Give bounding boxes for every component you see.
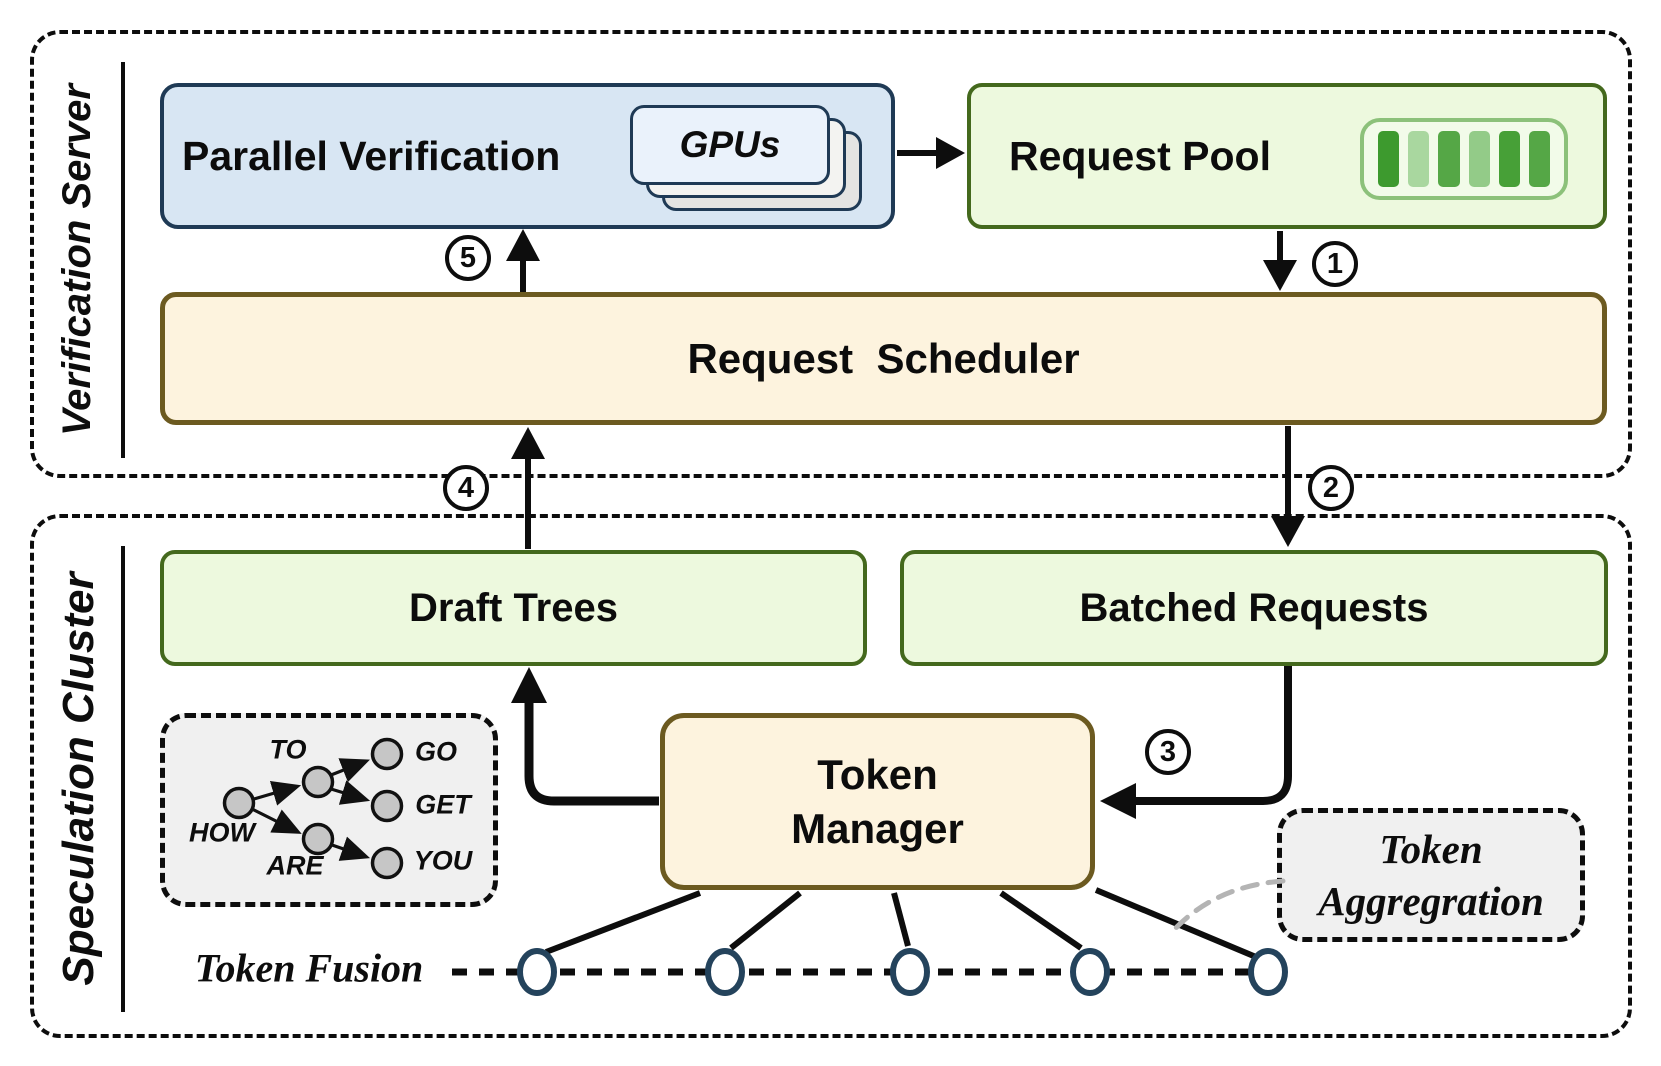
tree-edge (251, 807, 302, 834)
fusion-node (705, 948, 745, 996)
fusion-node (890, 948, 930, 996)
tree-edge (331, 836, 371, 861)
draft-trees-label: Draft Trees (409, 585, 618, 630)
arrow-manager-to-drafts (524, 701, 659, 806)
token-fusion-label: Token Fusion (194, 945, 424, 991)
tree-node-child-top (301, 765, 335, 799)
draft-tree-example-box (160, 713, 498, 907)
pool-bar (1378, 131, 1400, 187)
arrow-step3 (1134, 665, 1292, 805)
tree-edge (253, 781, 302, 806)
draft-trees-box: Draft Trees (160, 550, 867, 666)
fan-line-4 (999, 890, 1083, 951)
request-pool-label: Request Pool (1009, 132, 1271, 179)
batched-requests-label: Batched Requests (1079, 585, 1429, 630)
request-scheduler-label: Request Scheduler (687, 334, 1080, 382)
request-scheduler-box: Request Scheduler (160, 292, 1607, 425)
fan-line-5 (1094, 887, 1258, 960)
tree-node-leaf-mid (370, 789, 404, 823)
arrow-manager-to-drafts-head (511, 667, 547, 703)
request-pool-box: Request Pool (967, 83, 1607, 229)
tree-label-leaf-top: GO (414, 736, 458, 767)
tree-label-leaf-bottom: YOU (413, 845, 473, 876)
tree-node-leaf-top (370, 737, 404, 771)
token-aggregation-label-line1: Token (1379, 826, 1483, 872)
fan-line-2 (729, 890, 802, 951)
aggregation-link-curve (1169, 878, 1286, 935)
step-badge-3: 3 (1145, 729, 1191, 775)
tree-label-root: HOW (189, 817, 255, 848)
tree-node-child-bottom (301, 822, 335, 856)
pool-bar (1528, 131, 1551, 187)
gpus-label: GPUs (679, 124, 781, 165)
token-aggregation-box: Token Aggregration (1277, 808, 1585, 942)
arrow-step5-head (506, 229, 540, 261)
pool-bar (1468, 131, 1490, 187)
step-badge-1: 1 (1312, 241, 1358, 287)
tree-node-leaf-bottom (370, 846, 404, 880)
token-aggregation-label-line2: Aggregration (1318, 878, 1544, 924)
token-manager-label-line1: Token (817, 750, 938, 798)
batched-requests-box: Batched Requests (900, 550, 1608, 666)
parallel-verification-label: Parallel Verification (182, 132, 561, 179)
fusion-node (1070, 948, 1110, 996)
arrow-step4-head (511, 427, 545, 459)
step-badge-2: 2 (1308, 465, 1354, 511)
tree-node-root (222, 786, 256, 820)
tree-edge (330, 780, 371, 805)
arrow-step1-head (1263, 260, 1297, 291)
speculation-cluster-container (30, 514, 1632, 1038)
verification-server-container (30, 30, 1632, 478)
request-queue-icon (1360, 118, 1568, 200)
tree-label-child-bottom: ARE (266, 850, 324, 881)
arrow-step3-head (1100, 783, 1136, 819)
fusion-node (517, 948, 557, 996)
pool-bar (1408, 131, 1430, 187)
tree-label-child-top: TO (269, 734, 307, 765)
fan-line-1 (544, 890, 702, 955)
token-manager-box: Token Manager (660, 713, 1095, 890)
fan-line-3 (891, 892, 911, 947)
arrow-pv-to-pool-head (936, 137, 965, 169)
gpus-stack-icon: GPUs (630, 105, 830, 185)
token-manager-label-line2: Manager (791, 804, 964, 852)
tree-label-leaf-mid: GET (415, 789, 471, 820)
tree-edge (330, 758, 370, 783)
pool-bar (1438, 131, 1460, 187)
pool-bar (1498, 131, 1520, 187)
step-badge-4: 4 (443, 465, 489, 511)
arrow-step2-head (1271, 516, 1305, 547)
fusion-node (1248, 948, 1288, 996)
step-badge-5: 5 (445, 235, 491, 281)
